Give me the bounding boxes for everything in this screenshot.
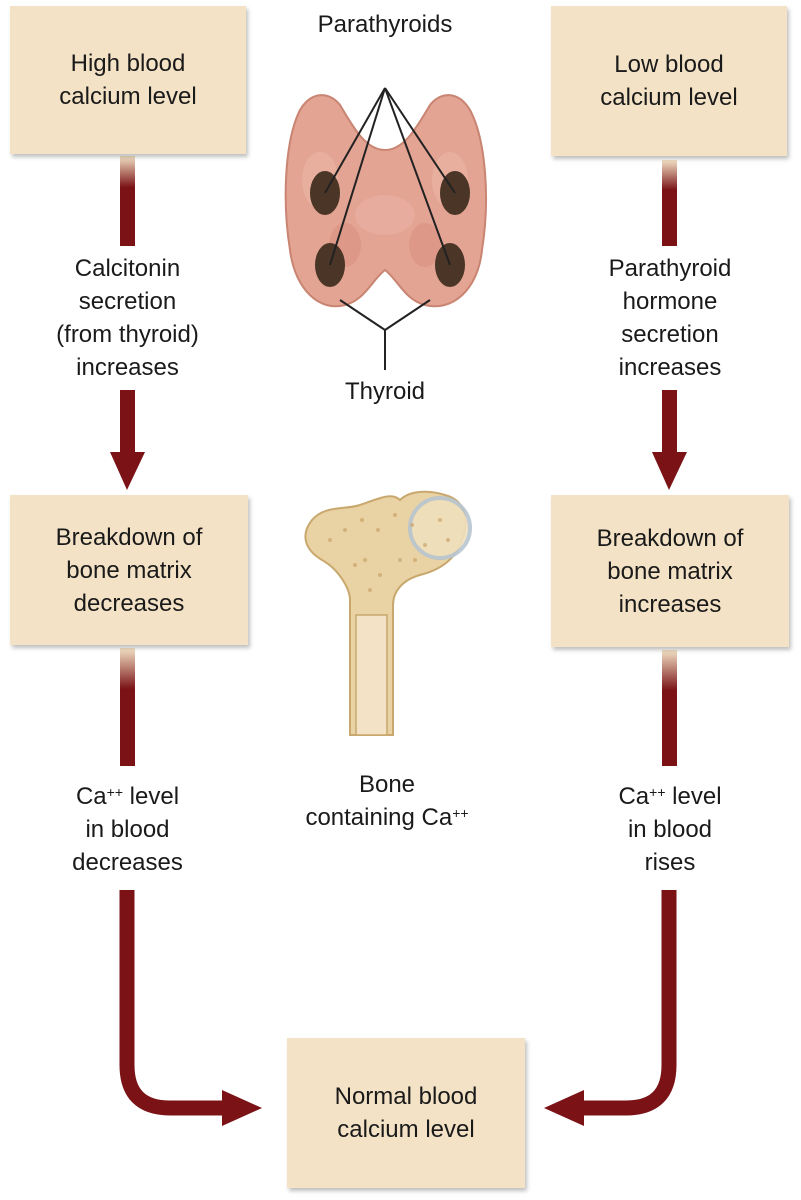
femur-bone-icon: [304, 490, 472, 736]
calcium-rises-line-3: rises: [644, 849, 696, 876]
calcitonin-step-line-4: increases: [76, 354, 179, 381]
level-text: level: [665, 783, 722, 810]
pth-step-line-1: Parathyroid: [608, 255, 732, 282]
breakdown-decreases-line-2: bone matrix: [66, 556, 192, 584]
calcium-decreases-label: Ca++ level in blood decreases: [35, 780, 220, 879]
right-arrowhead-2: [544, 1090, 584, 1126]
calcitonin-step-line-2: secretion: [78, 288, 177, 315]
left-arrow-shaft-1: [120, 156, 135, 246]
calcitonin-step-label: Calcitonin secretion (from thyroid) incr…: [20, 252, 235, 384]
level-text: level: [123, 783, 180, 810]
ca-superscript: ++: [649, 784, 666, 800]
calcium-decreases-line-1: Ca++ level: [35, 780, 220, 813]
ca-superscript: ++: [452, 805, 469, 821]
high-calcium-box: High blood calcium level: [10, 6, 246, 154]
calcitonin-step-line-1: Calcitonin: [74, 255, 181, 282]
bone-label-line-1: Bone: [358, 771, 416, 798]
pth-step-line-4: increases: [618, 354, 722, 381]
calcitonin-step-line-3: (from thyroid): [56, 321, 199, 348]
calcium-decreases-line-2: in blood: [85, 816, 170, 843]
right-arrowhead-1: [652, 452, 687, 490]
left-arrowhead-1: [110, 452, 145, 490]
ca-superscript: ++: [106, 784, 123, 800]
low-calcium-box-line-1: Low blood: [614, 51, 724, 78]
right-arrow-shaft-2: [662, 390, 677, 454]
containing-ca-text: containing Ca: [305, 804, 453, 831]
pth-step-line-2: hormone: [622, 288, 718, 315]
high-calcium-box-line-2: calcium level: [59, 83, 197, 110]
bone-label-line-2: containing Ca++: [282, 801, 492, 834]
parathyroids-label: Parathyroids: [285, 8, 485, 41]
left-arrow-shaft-3: [120, 648, 135, 766]
bone-label: Bone containing Ca++: [282, 768, 492, 834]
breakdown-decreases-line-1: Breakdown of: [55, 523, 203, 551]
thyroid-pointer-lines: [339, 299, 431, 370]
left-arrow-shaft-2: [120, 390, 135, 454]
normal-calcium-box-line-2: calcium level: [337, 1116, 475, 1143]
right-return-arrow: [580, 890, 677, 1116]
breakdown-increases-line-1: Breakdown of: [596, 524, 744, 552]
breakdown-decreases-line-3: decreases: [73, 589, 185, 617]
thyroid-label: Thyroid: [310, 375, 460, 408]
calcium-decreases-line-3: decreases: [72, 849, 183, 876]
calcium-rises-line-2: in blood: [627, 816, 713, 843]
normal-calcium-box-line-1: Normal blood: [334, 1083, 478, 1110]
breakdown-increases-line-3: increases: [618, 590, 722, 618]
thyroid-label-text: Thyroid: [344, 378, 426, 405]
high-calcium-box-line-1: High blood: [70, 50, 186, 77]
ca-text: Ca: [618, 783, 650, 810]
right-arrow-shaft-3: [662, 650, 677, 766]
calcium-rises-line-1: Ca++ level: [585, 780, 755, 813]
right-arrow-shaft-1: [662, 160, 677, 246]
breakdown-increases-line-2: bone matrix: [607, 557, 733, 585]
low-calcium-box-line-2: calcium level: [600, 84, 738, 111]
ca-text: Ca: [75, 783, 107, 810]
normal-calcium-box: Normal blood calcium level: [287, 1038, 525, 1188]
left-return-arrow: [119, 890, 225, 1116]
low-calcium-box: Low blood calcium level: [551, 6, 787, 156]
pth-step-label: Parathyroid hormone secretion increases: [570, 252, 770, 384]
breakdown-increases-box: Breakdown of bone matrix increases: [551, 495, 789, 647]
parathyroid-pointer-lines: [324, 87, 456, 266]
breakdown-decreases-box: Breakdown of bone matrix decreases: [10, 495, 248, 645]
pth-step-line-3: secretion: [621, 321, 719, 348]
calcium-rises-label: Ca++ level in blood rises: [585, 780, 755, 879]
parathyroids-label-text: Parathyroids: [317, 11, 453, 38]
left-arrowhead-2: [222, 1090, 262, 1126]
